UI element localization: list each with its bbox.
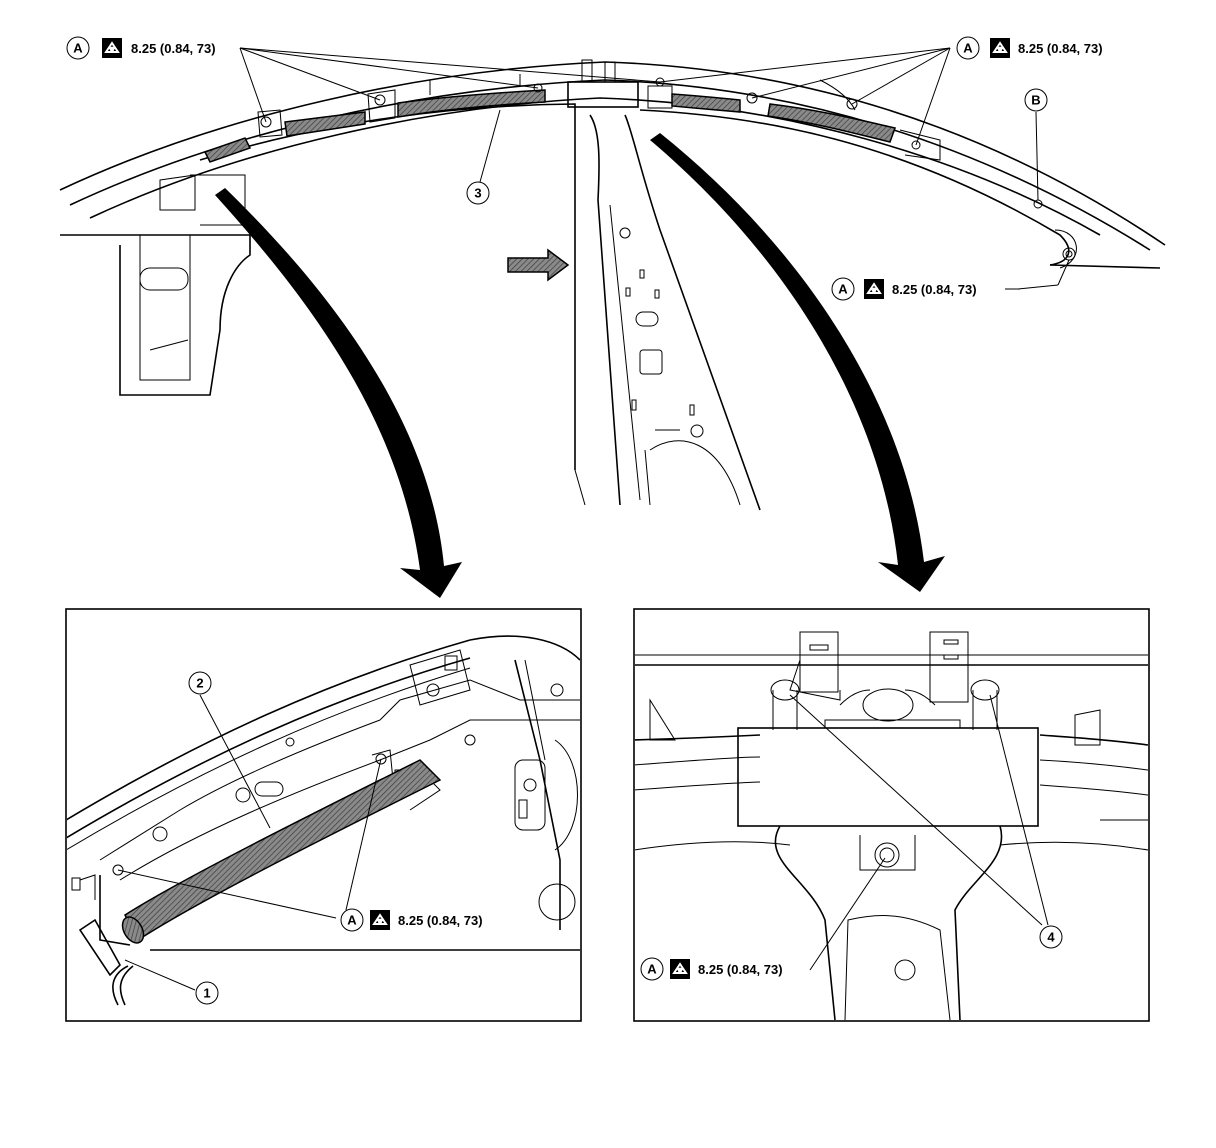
torque-wrench-icon <box>863 278 885 300</box>
label-b-callout: B <box>1024 88 1048 112</box>
label-a: A <box>647 962 657 977</box>
label-a: A <box>347 913 357 928</box>
callout-1: 1 <box>195 981 219 1005</box>
callout-number: 1 <box>203 986 210 1001</box>
label-a: A <box>963 41 973 56</box>
torque-wrench-icon <box>369 909 391 931</box>
torque-spec: 8.25 (0.84, 73) <box>131 41 216 56</box>
callout-number: 4 <box>1047 930 1055 945</box>
torque-spec: 8.25 (0.84, 73) <box>892 282 977 297</box>
torque-spec: 8.25 (0.84, 73) <box>398 913 483 928</box>
torque-spec: 8.25 (0.84, 73) <box>1018 41 1103 56</box>
torque-callout-top-left: A 8.25 (0.84, 73) <box>66 36 216 60</box>
detail-right-panel <box>633 608 1150 1022</box>
torque-callout-detail-left: A 8.25 (0.84, 73) <box>340 908 483 932</box>
torque-wrench-icon <box>669 958 691 980</box>
torque-wrench-icon <box>989 37 1011 59</box>
label-b: B <box>1031 93 1040 108</box>
torque-wrench-icon <box>101 37 123 59</box>
callout-number: 3 <box>474 186 481 201</box>
torque-callout-top-right: A 8.25 (0.84, 73) <box>956 36 1103 60</box>
callout-number: 2 <box>196 676 203 691</box>
left-zoom-arrow <box>215 188 462 598</box>
roof-overview <box>59 47 1166 598</box>
front-arrow-icon <box>507 248 570 282</box>
torque-callout-detail-right: A 8.25 (0.84, 73) <box>640 957 783 981</box>
callout-4: 4 <box>1039 925 1063 949</box>
detail-left-panel <box>65 608 582 1022</box>
callout-2: 2 <box>188 671 212 695</box>
label-a: A <box>838 282 848 297</box>
callout-3: 3 <box>466 181 490 205</box>
torque-callout-right: A 8.25 (0.84, 73) <box>831 277 1020 301</box>
right-zoom-arrow <box>650 133 945 592</box>
torque-spec: 8.25 (0.84, 73) <box>698 962 783 977</box>
label-a: A <box>73 41 83 56</box>
